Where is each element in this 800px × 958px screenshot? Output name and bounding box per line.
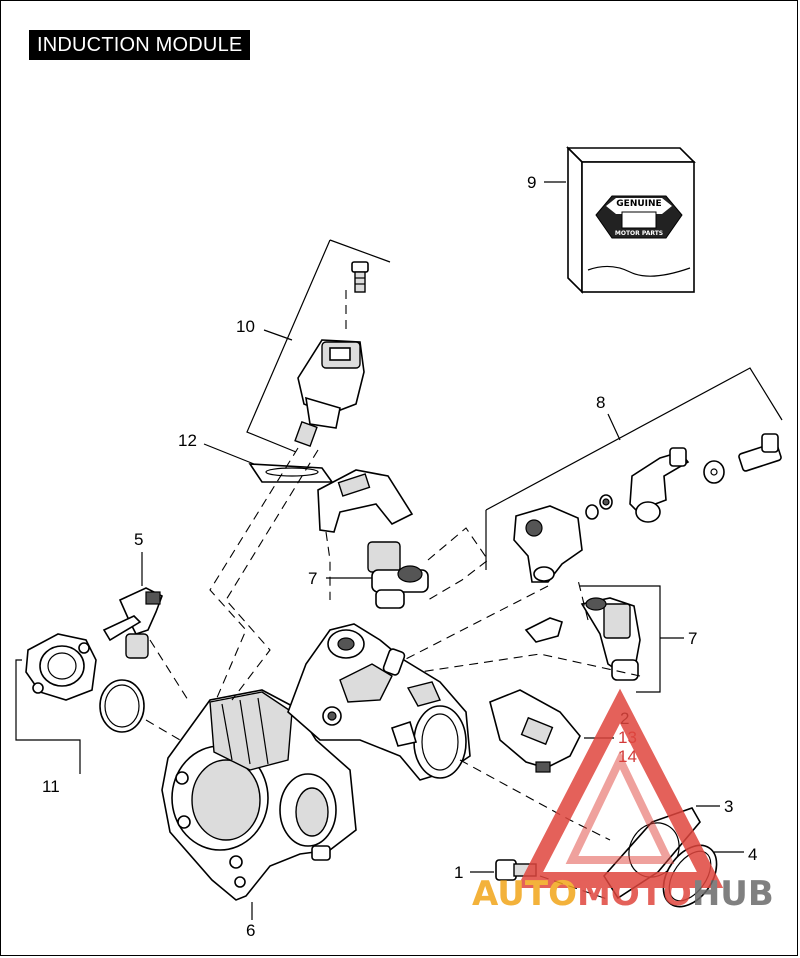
part-5-sensor[interactable] bbox=[102, 587, 164, 659]
part-11-adapter[interactable] bbox=[25, 633, 97, 701]
callout-8[interactable]: 8 bbox=[596, 393, 605, 412]
callout-9[interactable]: 9 bbox=[527, 173, 536, 192]
callout-5[interactable]: 5 bbox=[134, 530, 143, 549]
part-11-o-ring[interactable] bbox=[99, 679, 145, 733]
callout-11[interactable]: 11 bbox=[42, 777, 60, 796]
badge-bottom-text: MOTOR PARTS bbox=[615, 230, 663, 237]
page-title: INDUCTION MODULE bbox=[29, 30, 251, 60]
callout-1[interactable]: 1 bbox=[454, 863, 463, 882]
part-10-bracket bbox=[246, 239, 391, 453]
callout-6[interactable]: 6 bbox=[246, 921, 255, 940]
part-8-elbow-fitting[interactable] bbox=[629, 447, 690, 523]
part-8-washer[interactable] bbox=[703, 460, 725, 484]
watermark-logo: AUTOMOTOHUB bbox=[472, 688, 774, 914]
part-7-injector-clip[interactable] bbox=[524, 617, 563, 643]
intake-manifold[interactable] bbox=[287, 623, 471, 781]
callout-7-upper[interactable]: 7 bbox=[308, 569, 317, 588]
watermark-text: AUTOMOTOHUB bbox=[472, 874, 774, 914]
watermark-auto: AUTO bbox=[472, 874, 577, 914]
part-2-map-sensor[interactable] bbox=[489, 689, 581, 773]
callout-7-lower[interactable]: 7 bbox=[688, 629, 697, 648]
callout-10[interactable]: 10 bbox=[236, 317, 255, 336]
part-12-gasket[interactable] bbox=[248, 463, 334, 483]
watermark-hub: HUB bbox=[692, 874, 774, 914]
callout-3[interactable]: 3 bbox=[724, 797, 733, 816]
part-6-throttle-body[interactable] bbox=[161, 689, 357, 901]
badge-top-text: GENUINE bbox=[616, 199, 661, 209]
callout-12[interactable]: 12 bbox=[178, 431, 197, 450]
part-10-iac-motor[interactable] bbox=[294, 339, 365, 448]
part-7-lower-injector[interactable] bbox=[580, 597, 641, 681]
callout-4[interactable]: 4 bbox=[748, 845, 757, 864]
part-9-parts-box[interactable]: GENUINE MOTOR PARTS bbox=[566, 146, 696, 294]
part-8-o-rings[interactable] bbox=[585, 494, 613, 520]
part-10-screw[interactable] bbox=[351, 261, 369, 293]
genuine-badge-logo: GENUINE MOTOR PARTS bbox=[595, 195, 683, 239]
part-8-fuel-supply-fitting[interactable] bbox=[513, 505, 583, 583]
part-7-upper-injector[interactable] bbox=[367, 541, 429, 609]
part-12-mount-bracket[interactable] bbox=[317, 469, 414, 533]
watermark-moto: MOTO bbox=[577, 874, 692, 914]
part-8-bolt[interactable] bbox=[738, 433, 782, 472]
